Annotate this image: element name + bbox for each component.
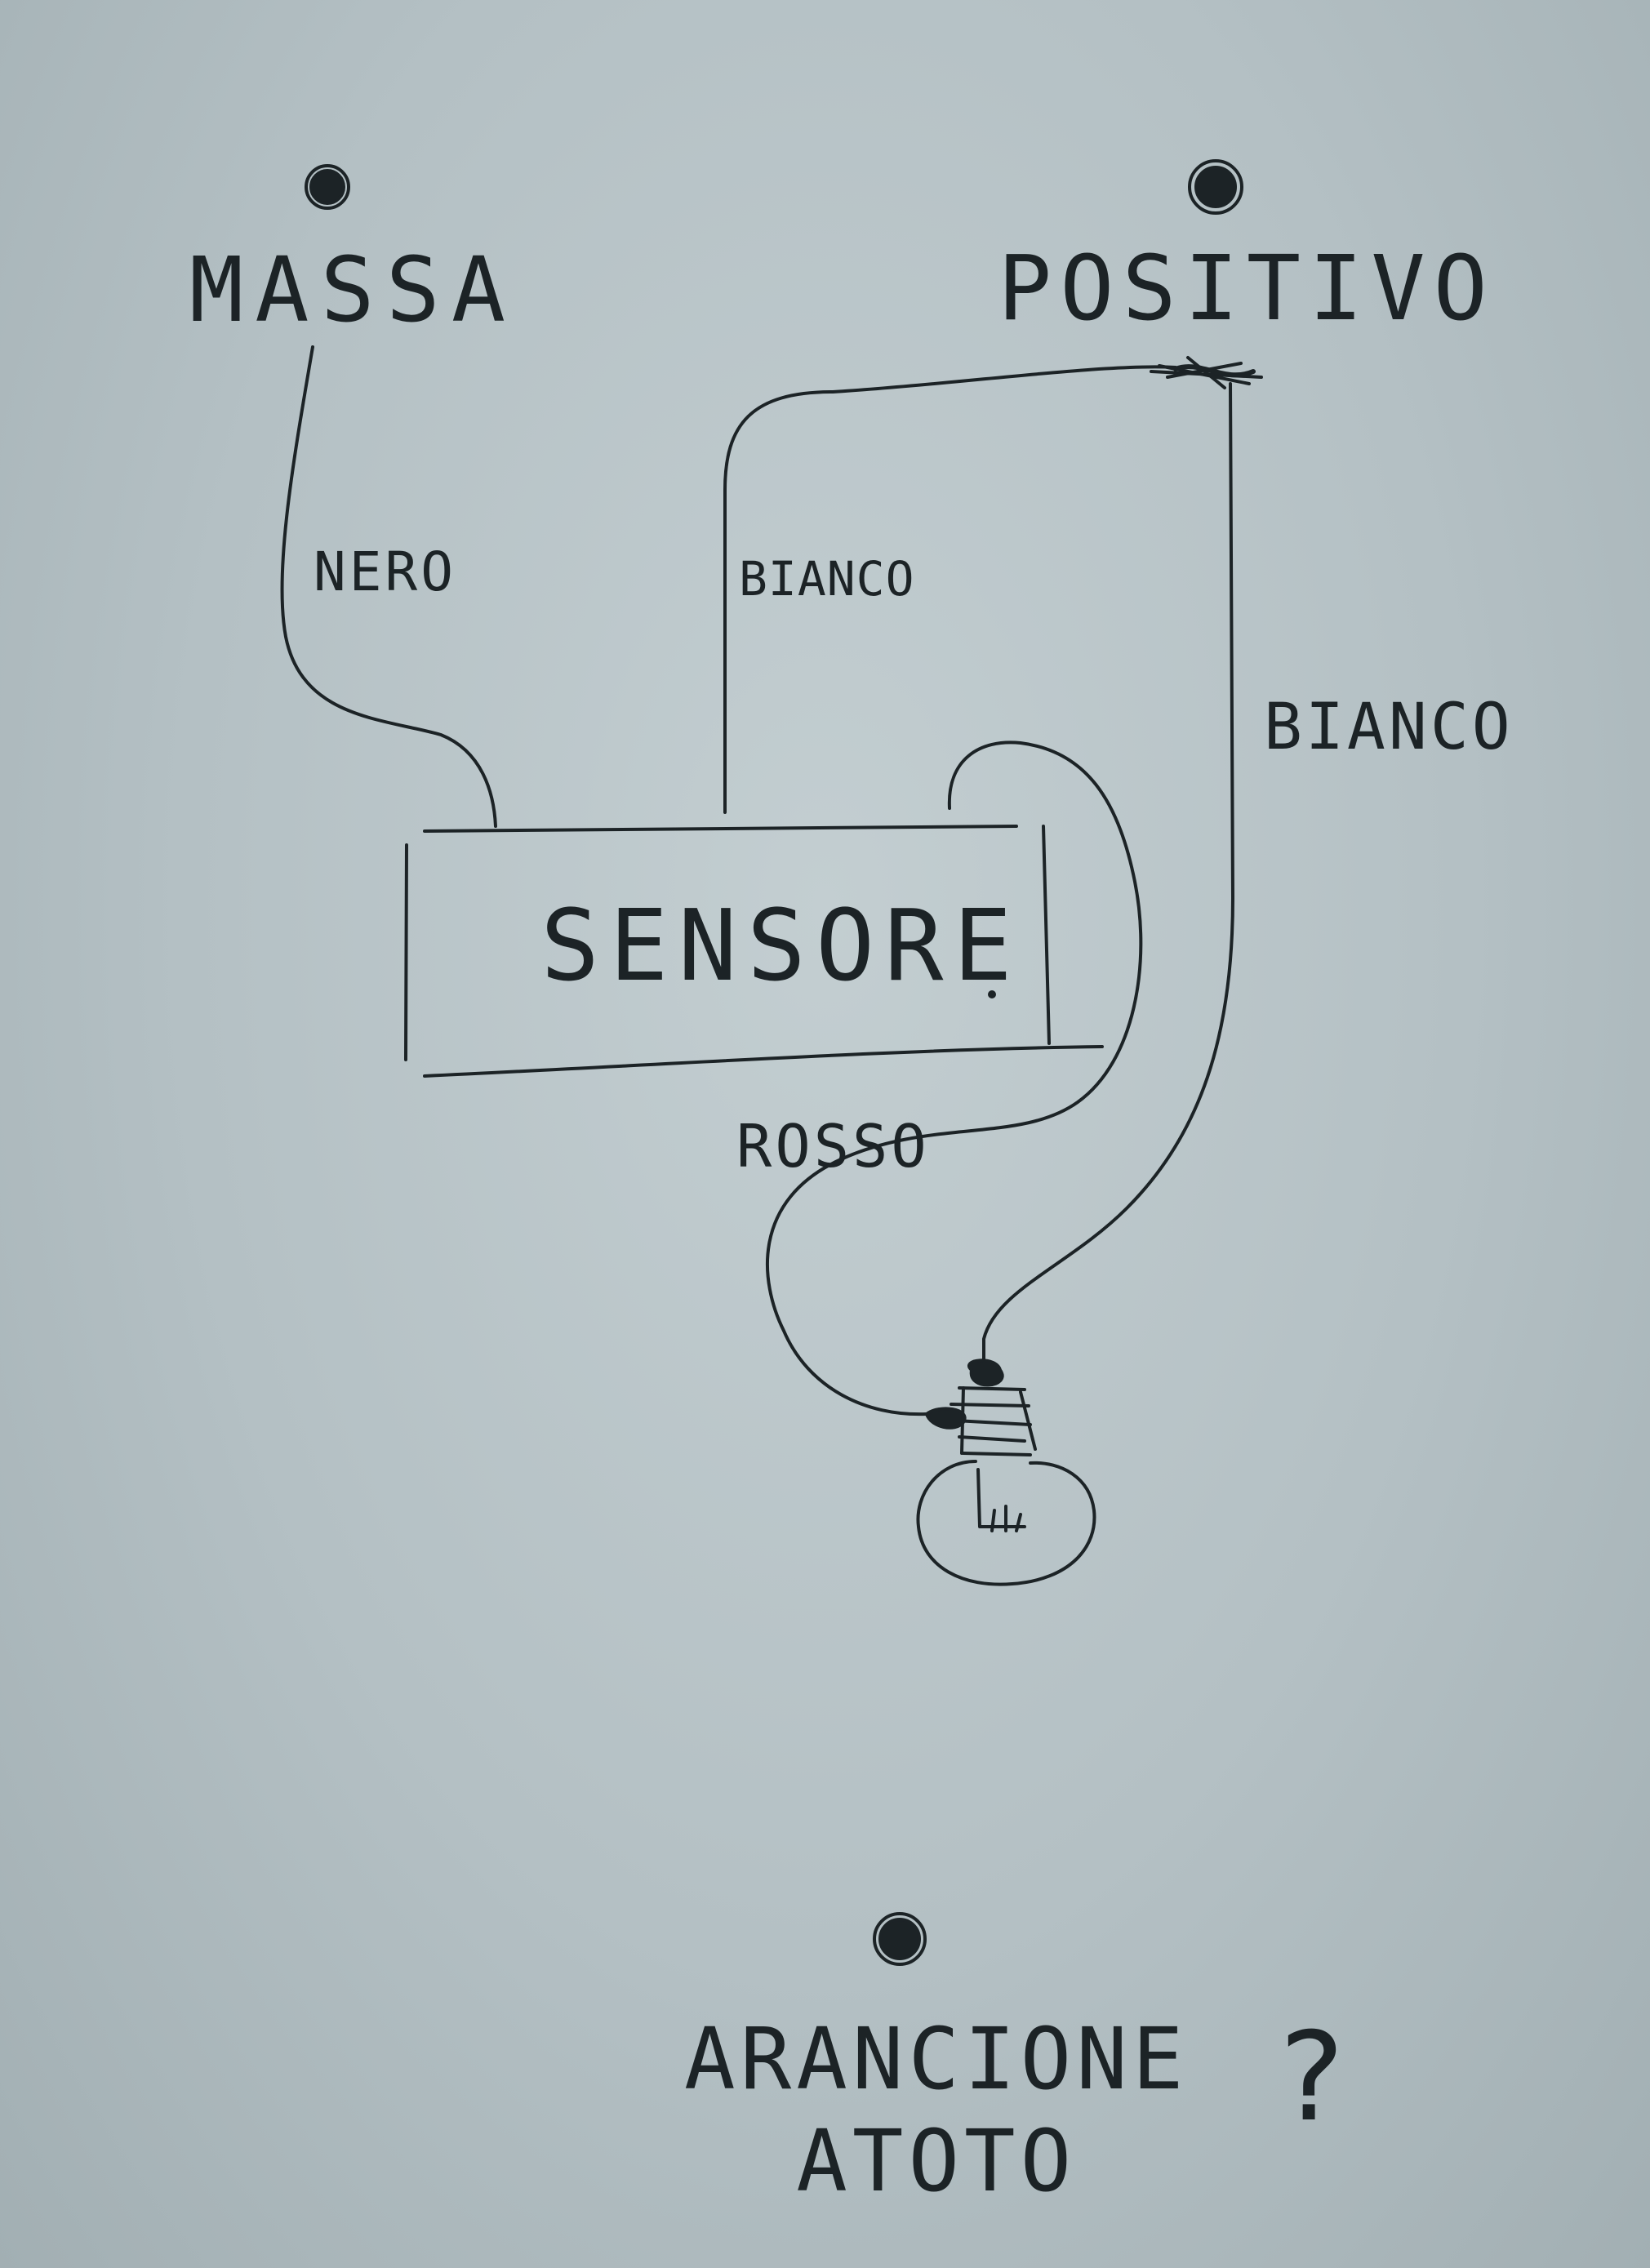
atoto-label: ARANCIONE ATOTO (684, 2009, 1189, 2211)
question-mark: ? (1274, 2007, 1348, 2149)
bulb-icon (916, 1359, 1096, 1586)
massa-label: MASSA (189, 238, 518, 342)
black-wire (280, 345, 497, 828)
black-wire-label: NERO (314, 540, 456, 603)
red-wire-label: ROSSO (736, 1112, 930, 1181)
sensor-box (404, 825, 1104, 1078)
white-wire-right (982, 382, 1234, 1363)
atoto-terminal-dot (873, 1912, 927, 1966)
white-wire-left (723, 365, 1177, 814)
massa-terminal-dot (305, 164, 350, 210)
white-wire-left-label: BIANCO (739, 551, 915, 607)
positivo-terminal-dot (1188, 159, 1243, 215)
white-wire-right-label: BIANCO (1264, 691, 1514, 764)
sensor-label: SENSORE (540, 890, 1022, 1003)
positivo-label: POSITIVO (998, 236, 1496, 340)
positivo-connector (1150, 356, 1263, 389)
red-wire (766, 740, 1143, 1416)
